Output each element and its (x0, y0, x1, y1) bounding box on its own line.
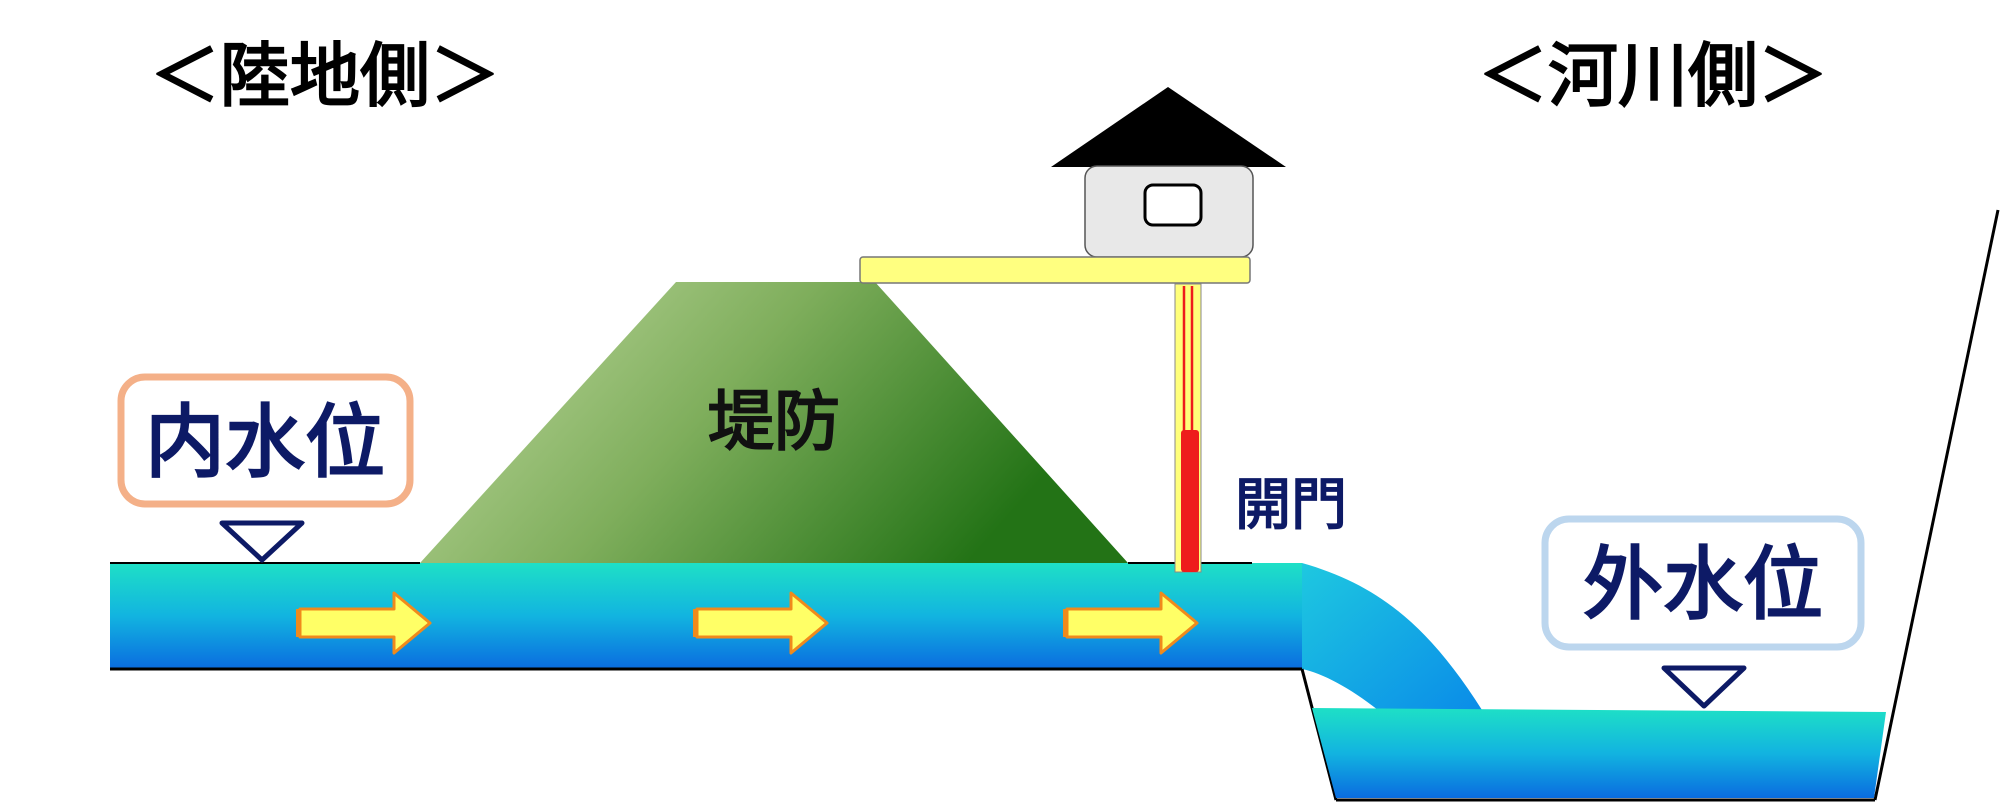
inner-water-level-label: 内水位 (145, 396, 385, 489)
land-side-label: ＜陸地側＞ (150, 35, 500, 117)
levee-label: 堤防 (708, 383, 840, 460)
outer-water-level-box (1541, 515, 1865, 651)
inner-water-level-box (117, 373, 414, 508)
gate-house-roof (1051, 87, 1286, 167)
outflow-water (1302, 563, 1482, 710)
levee-embankment (420, 282, 1128, 563)
gate-status-label: 開門 (1235, 473, 1347, 538)
flow-arrow-1 (296, 591, 432, 655)
gate-house-window (1143, 183, 1203, 227)
river-bank-right (1873, 209, 2000, 801)
gate-deck (859, 256, 1251, 284)
flow-arrow-3 (1063, 591, 1199, 655)
inner-water-level-marker (219, 520, 305, 563)
outer-water-level-marker (1661, 665, 1747, 709)
gate-leaf (1181, 430, 1199, 572)
flow-arrow-2 (693, 591, 829, 655)
river-water (1312, 708, 1886, 798)
river-side-label: ＜河川側＞ (1478, 35, 1828, 117)
river-bank-left (1300, 668, 1338, 801)
outer-water-level-label: 外水位 (1583, 538, 1823, 631)
